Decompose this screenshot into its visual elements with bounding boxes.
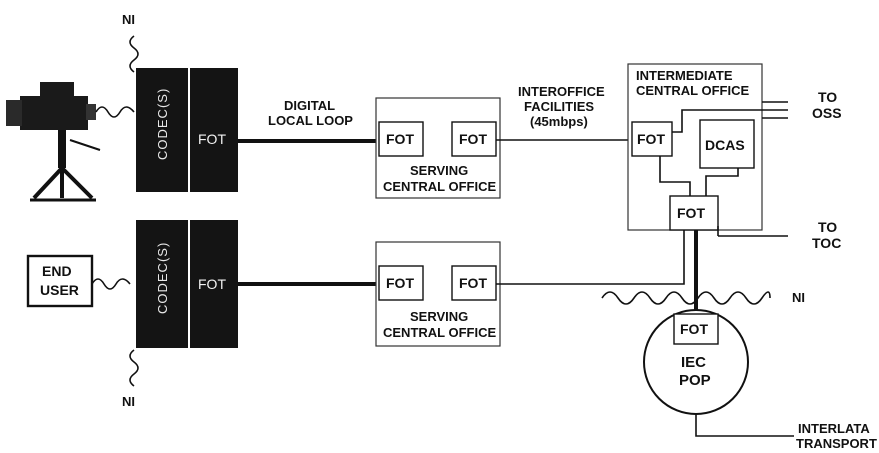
end-user-box — [26, 254, 94, 308]
serving-co-bottom-line1: SERVING — [410, 309, 468, 324]
serving-co-top-line1: SERVING — [410, 163, 468, 178]
fot-label-serving-bottom-right: FOT — [459, 275, 487, 291]
ni-wavy-line-bottom — [129, 349, 139, 387]
end-user-wavy-link — [91, 278, 131, 290]
fot-block-top — [190, 68, 238, 192]
fot-label-serving-top-left: FOT — [386, 131, 414, 147]
to-toc-line2: TOC — [812, 235, 841, 251]
codec-label-bottom: CODEC(S) — [155, 242, 170, 314]
interlata-line1: INTERLATA — [798, 421, 870, 436]
end-user-line1: END — [42, 263, 72, 279]
dcas-box — [699, 119, 755, 169]
fot-block-bottom — [190, 220, 238, 348]
end-user-line2: USER — [40, 282, 79, 298]
digital-label-line2: LOCAL LOOP — [268, 113, 353, 128]
fot-box-iec — [673, 313, 719, 345]
fot-label-intermediate-lower: FOT — [677, 205, 705, 221]
codec-block-top — [136, 68, 188, 192]
interoffice-line3: (45mbps) — [530, 114, 588, 129]
fot-box-serving-bottom-right — [451, 265, 497, 301]
codec-label-top: CODEC(S) — [155, 88, 170, 160]
interlata-line2: TRANSPORT — [796, 436, 877, 451]
fot-label-serving-bottom-left: FOT — [386, 275, 414, 291]
ni-wavy-line-iec — [601, 291, 771, 305]
ni-wavy-line-top — [129, 35, 139, 73]
fot-box-serving-top-left — [378, 121, 424, 157]
fot-box-intermediate-lower — [669, 195, 719, 231]
dcas-label: DCAS — [705, 137, 745, 153]
fot-label-intermediate: FOT — [637, 131, 665, 147]
digital-label-line1: DIGITAL — [284, 98, 335, 113]
intermediate-line2: CENTRAL OFFICE — [636, 83, 749, 98]
ni-label-top: NI — [122, 12, 135, 27]
ni-label-bottom: NI — [122, 394, 135, 409]
serving-co-top-line2: CENTRAL OFFICE — [383, 179, 496, 194]
ni-label-iec: NI — [792, 290, 805, 305]
to-oss-line2: OSS — [812, 105, 842, 121]
fot-box-serving-top-right — [451, 121, 497, 157]
iec-line2: POP — [679, 372, 711, 389]
camera-wavy-link — [95, 106, 135, 118]
to-oss-line1: TO — [818, 89, 837, 105]
serving-co-bottom-line2: CENTRAL OFFICE — [383, 325, 496, 340]
codec-block-bottom — [136, 220, 188, 348]
fot-box-intermediate — [631, 121, 673, 157]
interoffice-line2: FACILITIES — [524, 99, 594, 114]
fot-label-iec: FOT — [680, 321, 708, 337]
intermediate-line1: INTERMEDIATE — [636, 68, 733, 83]
fot-label-top: FOT — [198, 131, 226, 147]
to-toc-line1: TO — [818, 219, 837, 235]
iec-line1: IEC — [681, 354, 706, 371]
fot-box-serving-bottom-left — [378, 265, 424, 301]
fot-label-bottom: FOT — [198, 276, 226, 292]
fot-label-serving-top-right: FOT — [459, 131, 487, 147]
interoffice-line1: INTEROFFICE — [518, 84, 605, 99]
video-camera-icon — [6, 82, 101, 202]
